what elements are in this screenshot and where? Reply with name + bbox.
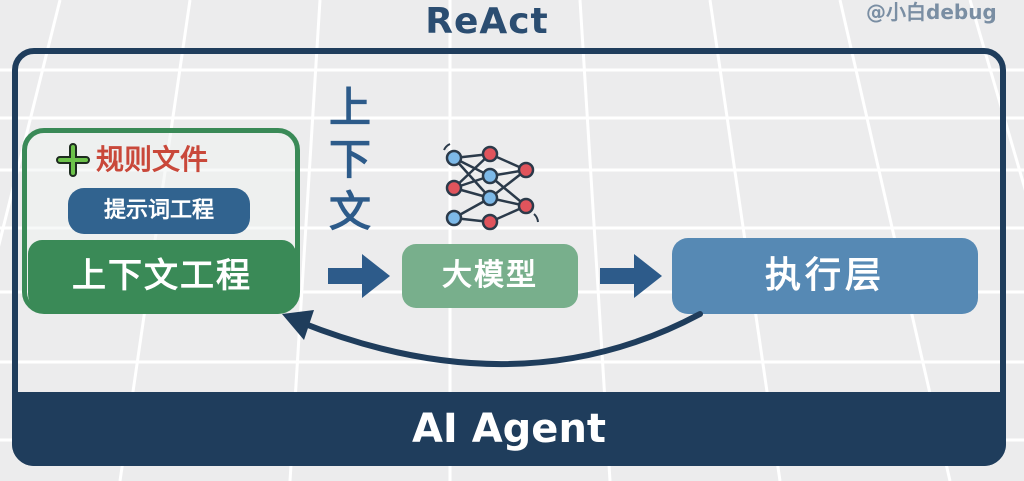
vertical-char: 下 (328, 135, 371, 184)
context-engineering-label: 上下文工程 (28, 240, 296, 312)
ai-agent-bar: AI Agent (12, 392, 1006, 466)
arrow-right-icon (600, 254, 662, 298)
rules-file-label: 规则文件 (96, 143, 209, 176)
arrow-right-icon (328, 254, 390, 298)
vertical-char: 文 (328, 187, 371, 236)
context-vertical-label: 上 下 文 (326, 82, 374, 238)
plus-icon (56, 143, 90, 177)
llm-box: 大模型 (402, 244, 578, 308)
execution-layer-box: 执行层 (672, 238, 978, 314)
prompt-engineering-pill: 提示词工程 (68, 188, 250, 234)
ai-agent-label: AI Agent (411, 406, 607, 452)
vertical-char: 上 (328, 83, 371, 132)
watermark: @小白debug (866, 0, 997, 24)
diagram-title: ReAct (425, 1, 549, 42)
feedback-arrow-icon (282, 310, 703, 368)
rules-file-row: 规则文件 (56, 140, 208, 180)
neural-network-icon (443, 143, 539, 231)
